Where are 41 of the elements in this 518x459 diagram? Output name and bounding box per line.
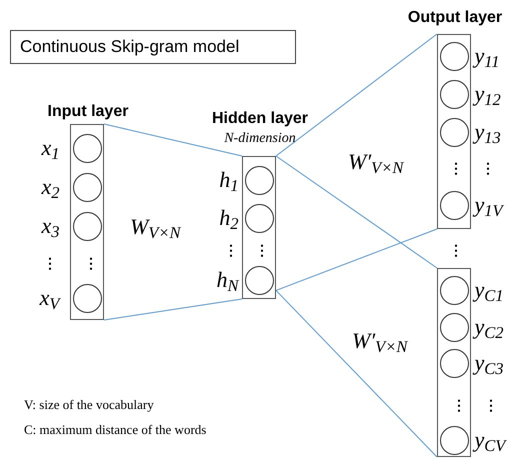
title-text: Continuous Skip-gram model [20, 36, 240, 58]
title-box [10, 30, 296, 64]
neuron-label: x$_{3}$ [41, 212, 60, 240]
weight-matrix-label: W′$_{V×N}$ [352, 327, 408, 355]
neuron-label: h$_{N}$ [216, 266, 238, 294]
ellipsis-mark: ⋮ [255, 241, 269, 260]
neuron-label: h$_{1}$ [219, 166, 238, 194]
neuron-label: y$_{12}$ [474, 80, 501, 108]
neuron-label: y$_{1V}$ [474, 190, 503, 220]
neuron-label: h$_{2}$ [219, 204, 238, 232]
connection-line [104, 298, 242, 320]
neuron-label: y$_{13}$ [474, 118, 501, 146]
neuron-label: y$_{C3}$ [474, 348, 504, 378]
connection-line [276, 228, 438, 291]
ellipsis-mark: ⋮ [484, 396, 498, 415]
ellipsis-mark: ⋮ [84, 254, 98, 273]
ellipsis-mark: ⋮ [224, 241, 238, 260]
ellipsis-mark: ⋮ [43, 254, 57, 273]
connection-line [104, 124, 242, 156]
neuron-label: y$_{C2}$ [474, 312, 504, 342]
ellipsis-mark: ⋮ [449, 241, 463, 260]
neuron-label: x$_{1}$ [41, 134, 60, 162]
ellipsis-mark: ⋮ [452, 396, 466, 415]
layer-heading: Input layer [48, 102, 128, 122]
layer-subheading: N-dimension [224, 130, 296, 148]
note-text: C: maximum distance of the words [24, 421, 206, 439]
weight-matrix-label: W′$_{V×N}$ [348, 148, 404, 176]
note-text: V: size of the vocabulary [24, 396, 154, 414]
connection-line [276, 34, 438, 156]
connection-line [276, 290, 438, 458]
neuron-label: x$_{2}$ [41, 172, 60, 202]
neuron-label: x$_{V}$ [40, 284, 60, 312]
neuron-label: y$_{11}$ [474, 42, 500, 70]
layer-heading: Hidden layer [212, 109, 308, 129]
connection-line [276, 156, 438, 268]
ellipsis-mark: ⋮ [449, 159, 463, 178]
weight-matrix-label: W$_{V×N}$ [130, 213, 181, 241]
layer-heading: Output layer [408, 8, 502, 28]
neuron-label: y$_{C1}$ [474, 276, 504, 304]
ellipsis-mark: ⋮ [481, 159, 495, 178]
neuron-label: y$_{CV}$ [474, 426, 506, 454]
